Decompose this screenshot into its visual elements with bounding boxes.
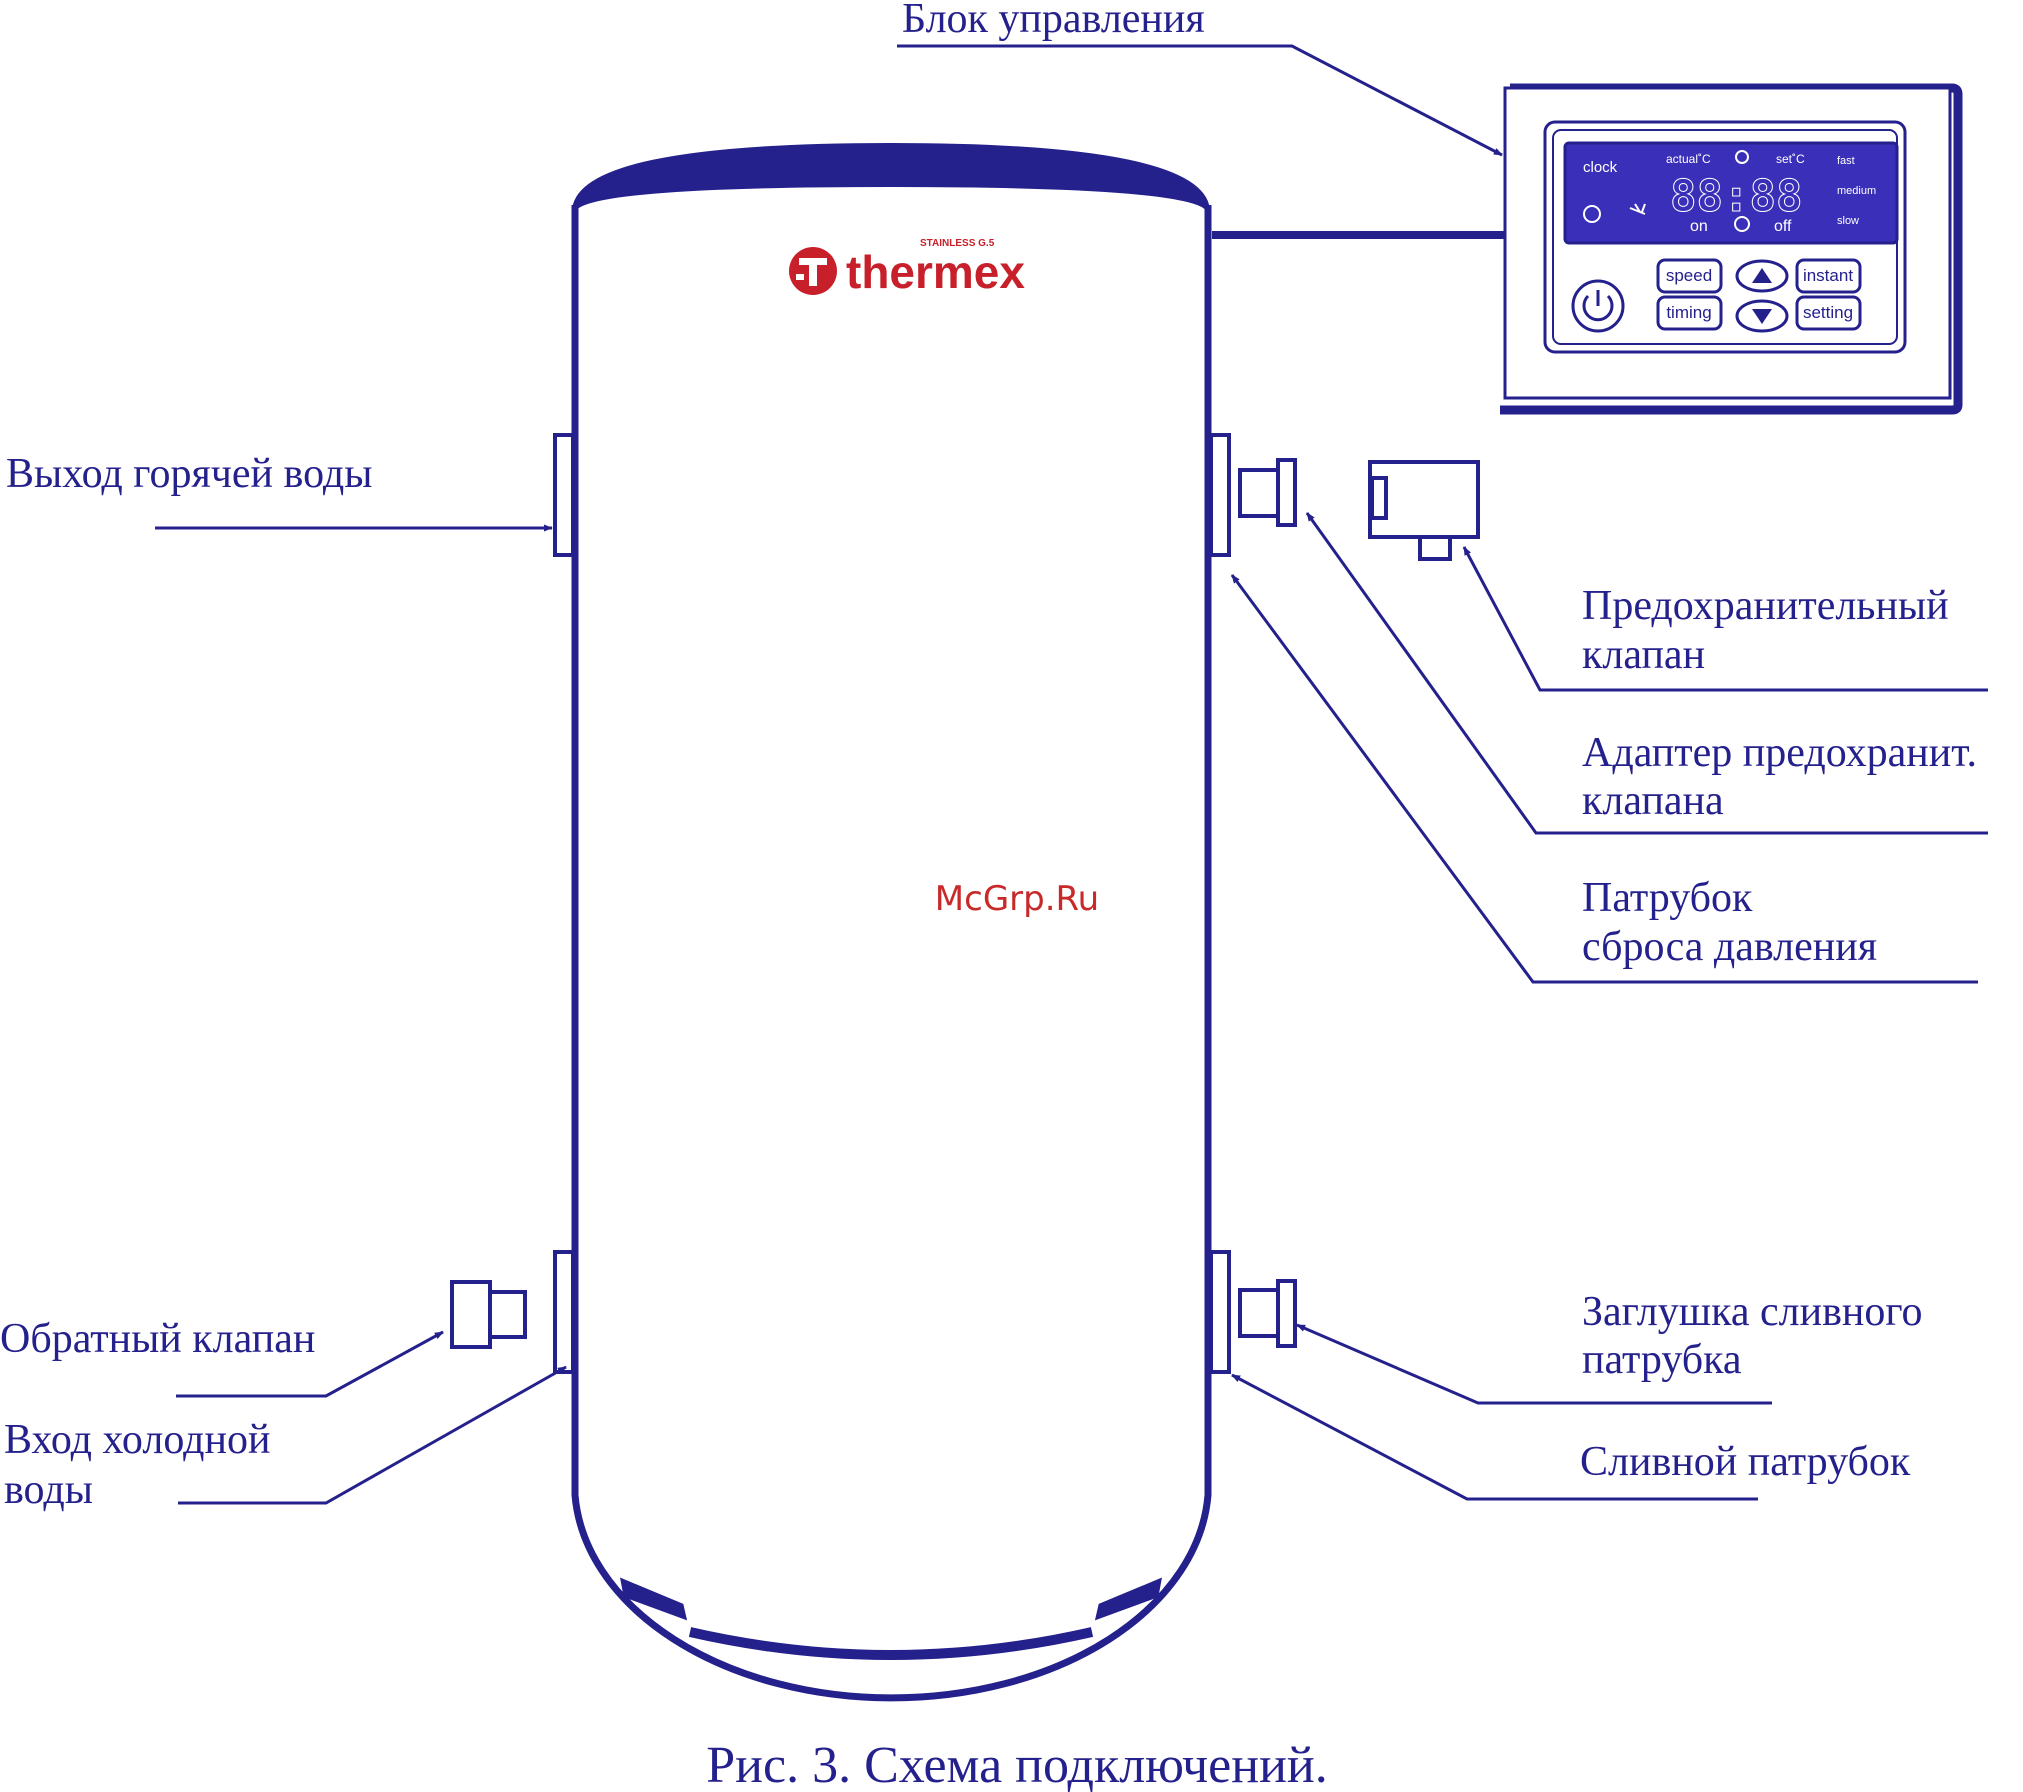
watermark: McGrp.Ru xyxy=(935,879,1099,919)
off-label: off xyxy=(1774,218,1792,235)
leader-drain-plug xyxy=(1296,1323,1772,1405)
label-safety-valve-line1: Предохранительный xyxy=(1582,583,1949,629)
tank-body xyxy=(571,205,1212,1702)
on-label: on xyxy=(1690,218,1708,235)
tank-foot-left xyxy=(620,1577,688,1621)
triangle-up-icon xyxy=(1752,268,1772,283)
lock-icon xyxy=(1583,205,1601,223)
setting-button-label: setting xyxy=(1803,303,1853,322)
leader-relief-pipe xyxy=(1230,574,1978,984)
labels: Блок управления Выход горячей воды Предо… xyxy=(0,0,1977,1792)
fittings xyxy=(450,433,1480,1374)
label-relief-pipe-line1: Патрубок xyxy=(1582,875,1753,921)
down-button[interactable] xyxy=(1735,299,1789,333)
drain-plug xyxy=(1238,1279,1297,1348)
water-heater-tank xyxy=(571,142,1212,1702)
label-drain-pipe: Сливной патрубок xyxy=(1580,1439,1911,1485)
label-cold-inlet-line2: воды xyxy=(4,1467,93,1513)
leader-cold-inlet xyxy=(178,1365,567,1505)
label-adapter-line1: Адаптер предохранит. xyxy=(1582,730,1977,776)
label-hot-water-outlet: Выход горячей воды xyxy=(6,451,372,497)
label-drain-plug-line1: Заглушка сливного xyxy=(1582,1289,1923,1335)
brand-name: thermex xyxy=(846,246,1025,298)
relief-pipe-fitting xyxy=(1209,433,1231,557)
label-cold-inlet-line1: Вход холодной xyxy=(4,1417,270,1463)
tank-foot-right xyxy=(1094,1577,1162,1621)
heating-icon xyxy=(1629,203,1646,215)
leader-control-unit xyxy=(897,44,1503,157)
leader-adapter xyxy=(1305,512,1988,835)
brand-subline: STAINLESS G.5 xyxy=(920,238,995,249)
timing-button-label: timing xyxy=(1666,303,1711,322)
set-temp-label: set˚C xyxy=(1776,152,1805,166)
label-check-valve: Обратный клапан xyxy=(0,1316,315,1362)
leader-safety-valve xyxy=(1462,546,1988,692)
figure-caption: Рис. 3. Схема подключений. xyxy=(706,1737,1328,1792)
lcd-display xyxy=(1563,141,1899,245)
fast-label: fast xyxy=(1837,155,1855,167)
tank-top-rim xyxy=(572,142,1210,213)
digits-display: 88:88 xyxy=(1670,171,1802,222)
speed-button[interactable]: speed xyxy=(1656,258,1723,294)
safety-valve xyxy=(1368,460,1480,561)
clock-label: clock xyxy=(1583,159,1618,176)
label-control-unit: Блок управления xyxy=(902,0,1205,42)
hot-water-outlet-fitting xyxy=(553,433,575,557)
leader-drain-pipe xyxy=(1231,1373,1758,1501)
instant-button[interactable]: instant xyxy=(1795,258,1862,294)
label-adapter-line2: клапана xyxy=(1582,778,1724,824)
thermex-logo: thermex STAINLESS G.5 xyxy=(789,238,1025,298)
check-valve xyxy=(450,1280,527,1349)
drain-pipe-fitting xyxy=(1209,1250,1231,1374)
cold-water-inlet-fitting xyxy=(553,1250,575,1374)
actual-temp-label: actual˚C xyxy=(1666,152,1711,166)
leader-check-valve xyxy=(176,1330,444,1398)
timing-button[interactable]: timing xyxy=(1656,295,1723,331)
leader-lines xyxy=(155,44,1988,1505)
power-button[interactable] xyxy=(1571,279,1625,333)
control-unit: clock actual˚C set˚C 88:88 on off fast m… xyxy=(1212,83,1963,415)
timer-icon xyxy=(1735,150,1749,164)
label-relief-pipe-line2: сброса давления xyxy=(1582,924,1877,970)
up-button[interactable] xyxy=(1735,259,1789,293)
triangle-down-icon xyxy=(1752,309,1772,324)
tank-bottom-rim xyxy=(688,1627,1094,1660)
speed-button-label: speed xyxy=(1666,266,1712,285)
instant-button-label: instant xyxy=(1803,266,1853,285)
setting-button[interactable]: setting xyxy=(1795,295,1862,331)
safety-valve-adapter xyxy=(1238,458,1297,527)
clock-icon xyxy=(1734,216,1750,232)
label-safety-valve-line2: клапан xyxy=(1582,632,1705,678)
slow-label: slow xyxy=(1837,215,1859,227)
label-drain-plug-line2: патрубка xyxy=(1582,1337,1742,1383)
medium-label: medium xyxy=(1837,185,1876,197)
